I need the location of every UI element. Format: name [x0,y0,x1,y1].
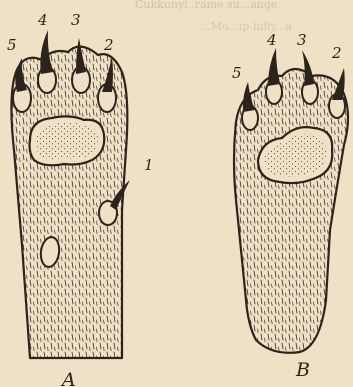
paw-b-digit-4-label: 4 [266,31,277,49]
paw-a-digit-1-label: 1 [144,156,154,174]
paw-a-digit-5-label: 5 [7,36,17,54]
paw-b-digit-3-label: 3 [297,31,307,49]
page-snippet-top-1: Cukkunyi..rame su...ange [135,0,277,11]
paw-b-claw-4 [268,48,280,86]
paw-b-digit-2-label: 2 [331,44,342,62]
paw-b-digit-5-label: 5 [232,64,242,82]
paw-a [11,30,130,358]
paw-b [234,48,348,353]
paw-a-digit-3-label: 3 [71,11,81,29]
page-snippet-top-2: ...Mo...ip hilly...a [200,20,293,33]
paw-a-digit-2-label: 2 [103,36,114,54]
paw-b-label: B [295,359,310,381]
paw-a-digit-4-label: 4 [37,11,48,29]
paw-a-label: A [60,369,76,387]
